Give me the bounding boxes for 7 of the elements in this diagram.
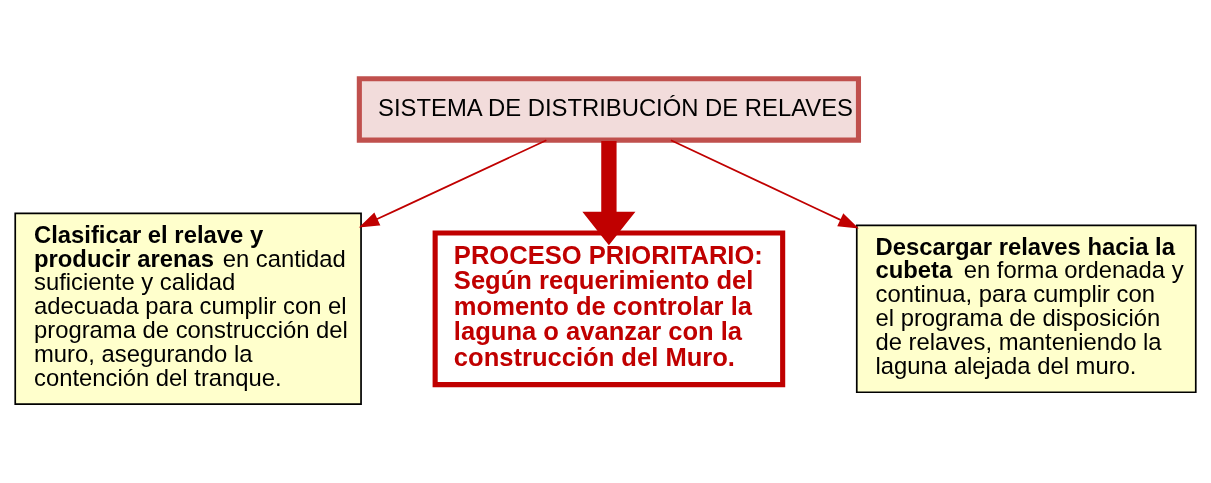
arrow bbox=[358, 139, 548, 228]
arrow bbox=[582, 140, 636, 246]
node-box: PROCESO PRIORITARIO: Según requerimiento del momento de controlar la laguna o avanzar con la construcción del Muro. bbox=[432, 230, 786, 388]
node-box: Clasificar el relave y producir arenas en cantidad suficiente y calidad adecuada para cumplir con el programa de construcción del muro, asegurando la contención del tranque. bbox=[14, 212, 362, 406]
node-box: SISTEMA DE DISTRIBUCIÓN DE RELAVES bbox=[356, 76, 862, 143]
node-box: Descargar relaves hacia la cubeta en forma ordenada y continua, para cumplir con el programa de disposición de relaves, manteniendo la laguna alejada del muro. bbox=[855, 224, 1197, 394]
arrow bbox=[670, 139, 859, 229]
